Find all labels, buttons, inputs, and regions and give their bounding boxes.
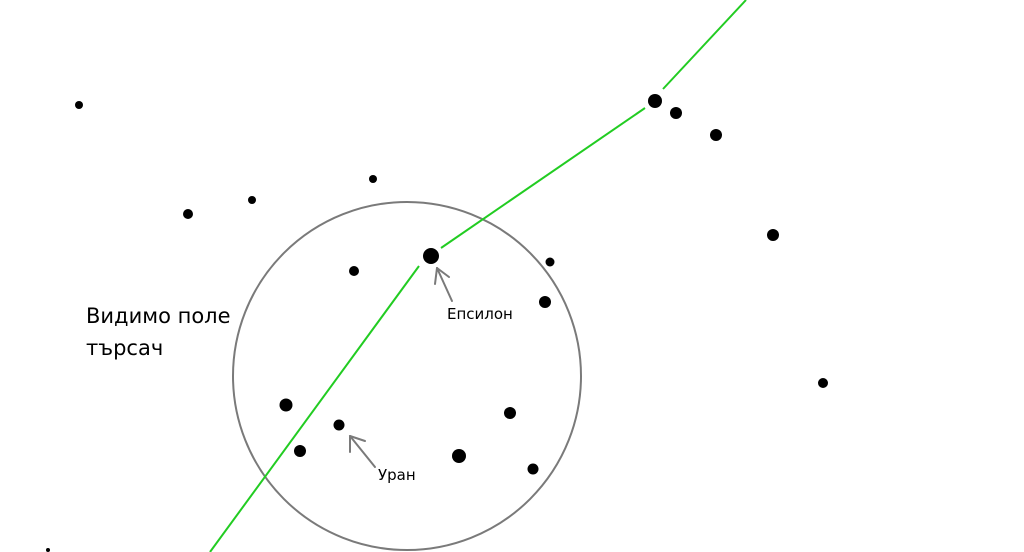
guide-line-segment	[209, 265, 420, 552]
stars	[46, 94, 828, 552]
star	[294, 445, 306, 457]
star	[539, 296, 551, 308]
star-epsilon	[423, 248, 439, 264]
star	[369, 175, 377, 183]
star	[452, 449, 466, 463]
epsilon-label: Епсилон	[447, 305, 513, 323]
finder-field-label: Видимо поле търсач	[86, 300, 231, 364]
finder-field-label-line1: Видимо поле	[86, 304, 231, 328]
star	[46, 548, 50, 552]
star	[349, 266, 359, 276]
guide-line-segment	[662, 0, 747, 90]
epsilon-pointer-arrow	[434, 267, 453, 302]
guide-line	[209, 0, 747, 552]
star	[527, 463, 539, 475]
star-uranus	[333, 419, 345, 431]
guide-line-segment	[440, 107, 646, 249]
star	[710, 129, 722, 141]
star	[504, 407, 516, 419]
star	[279, 398, 293, 412]
star	[767, 229, 779, 241]
finder-field-label-line2: търсач	[86, 336, 164, 360]
finder-field-circle	[232, 201, 582, 551]
star	[183, 209, 193, 219]
uranus-label: Уран	[378, 466, 416, 484]
uranus-pointer-arrow	[349, 435, 376, 468]
star	[75, 101, 83, 109]
star	[545, 257, 555, 267]
star	[670, 107, 682, 119]
star	[248, 196, 256, 204]
star	[818, 378, 828, 388]
star	[648, 94, 662, 108]
